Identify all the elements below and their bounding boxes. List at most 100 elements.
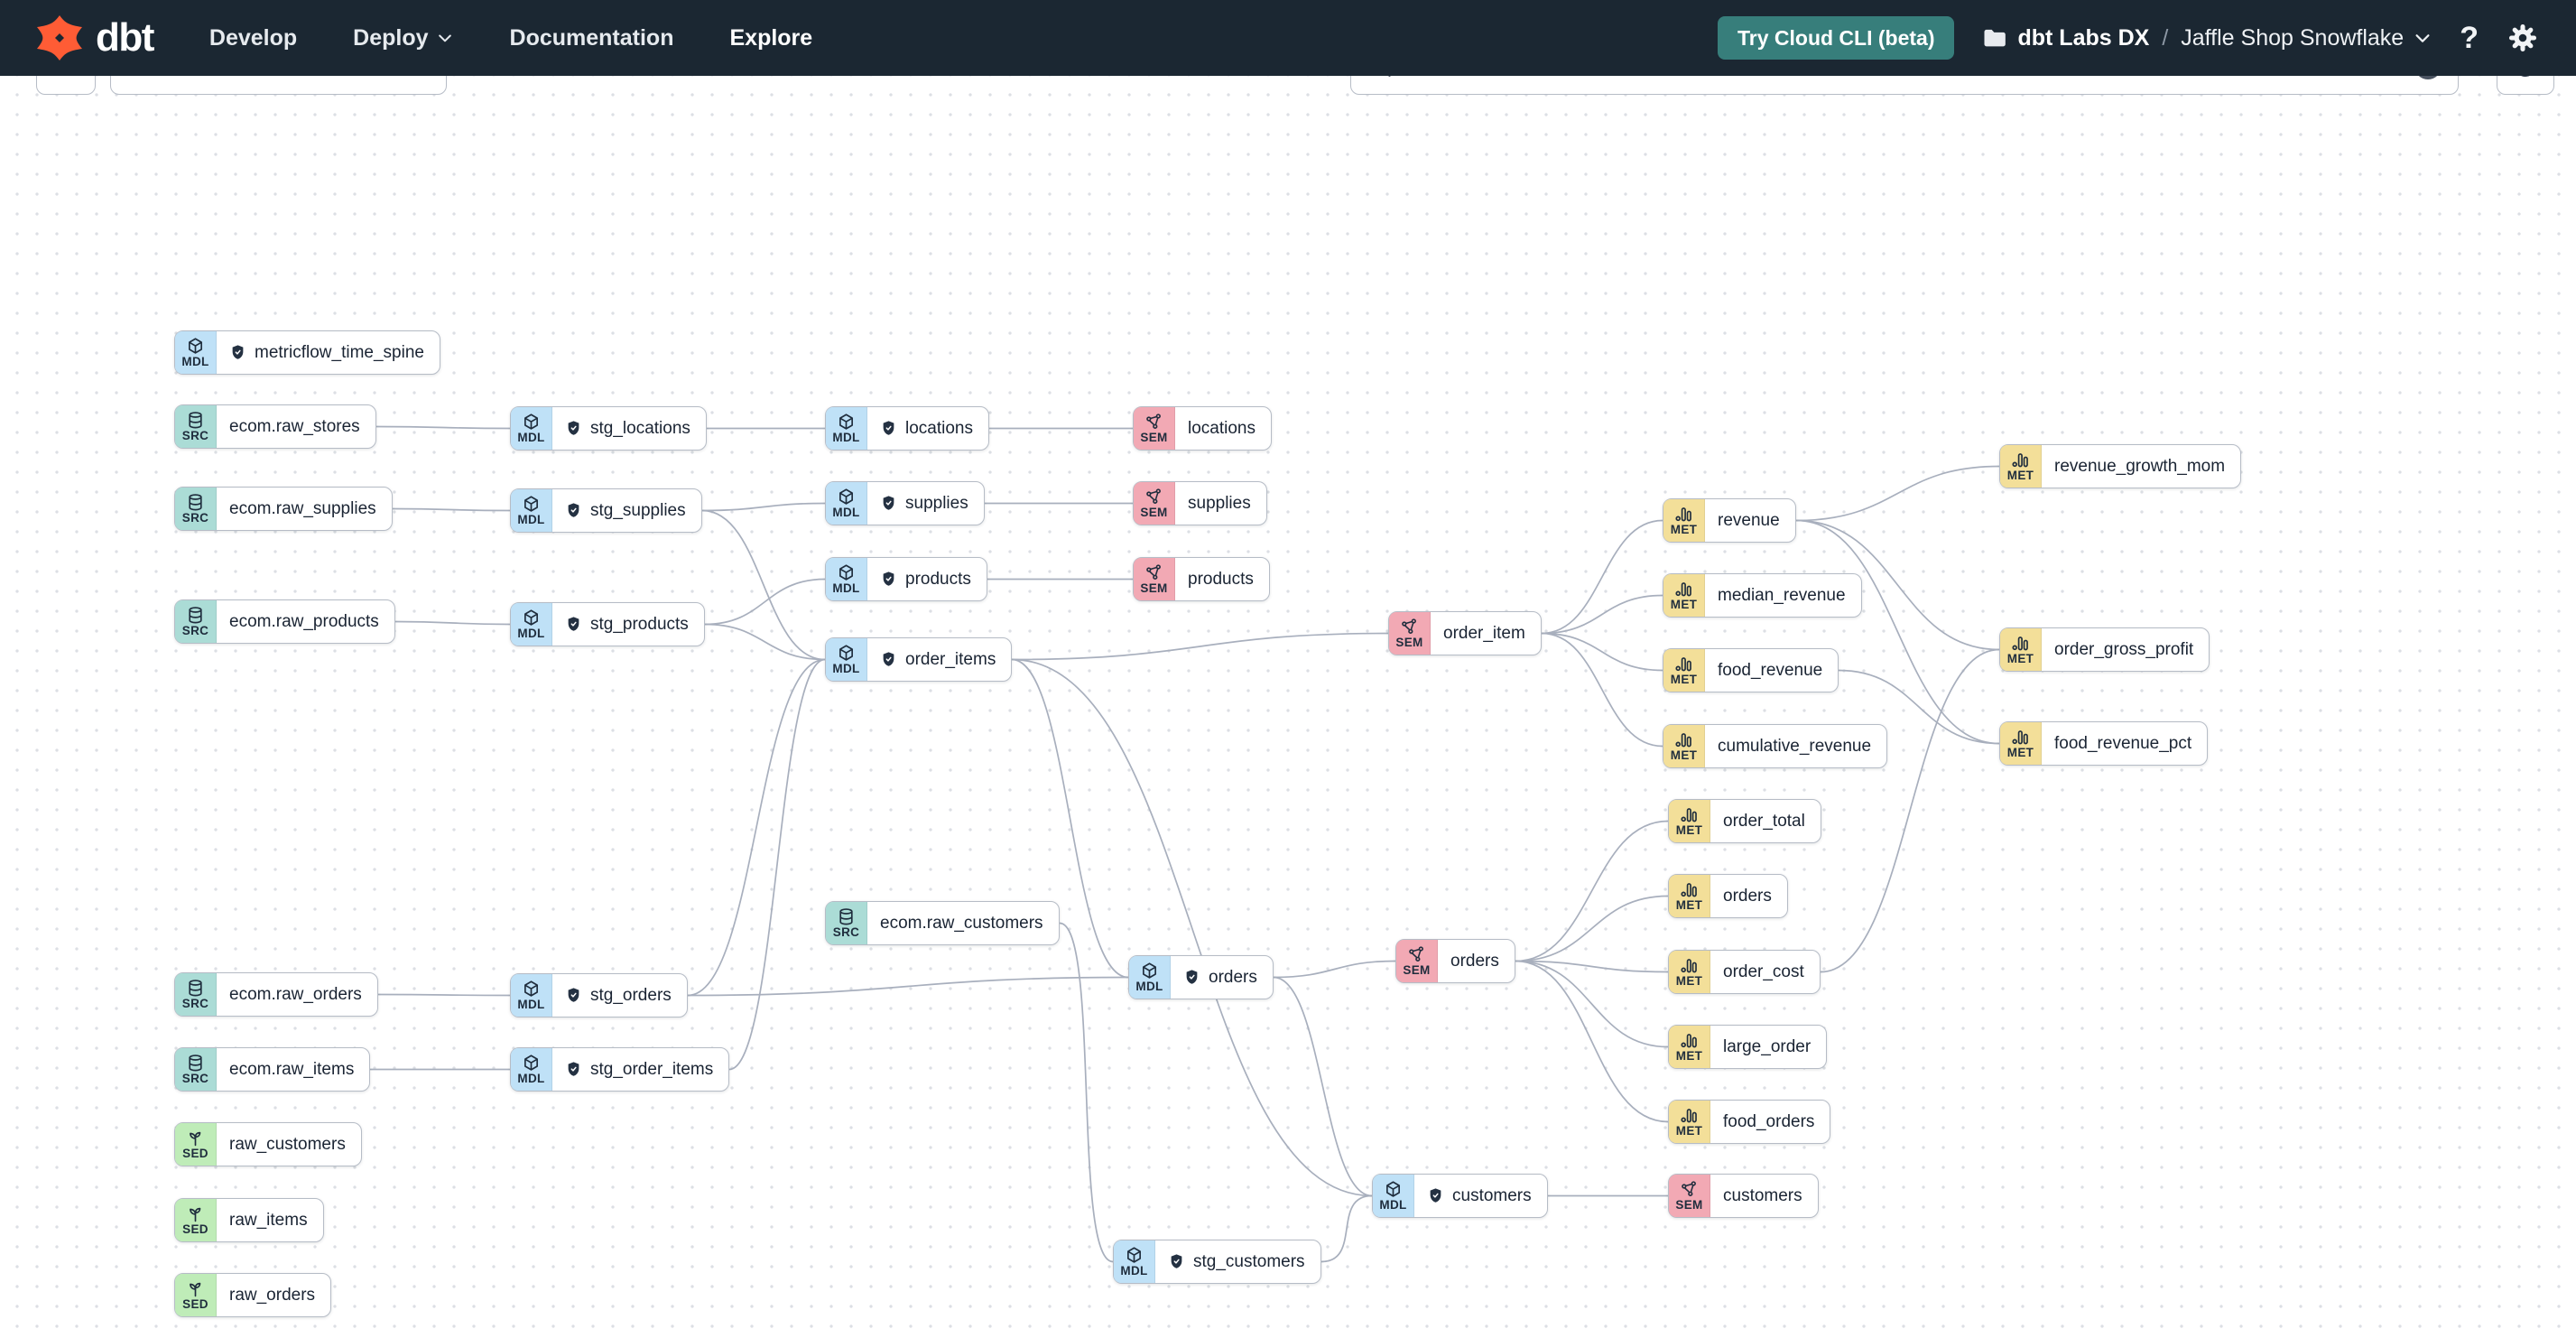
node-label: food_revenue_pct xyxy=(2054,733,2192,753)
edge-orders_sem-to-orders_met xyxy=(1515,895,1669,962)
try-cloud-cli-button[interactable]: Try Cloud CLI (beta) xyxy=(1717,16,1955,60)
node-label: large_order xyxy=(1723,1036,1812,1056)
database-icon: SRC xyxy=(175,405,217,448)
node-label: order_gross_profit xyxy=(2054,639,2194,659)
shield-icon xyxy=(565,987,582,1004)
project-menu[interactable]: Jaffle Shop Snowflake xyxy=(2181,25,2432,51)
database-icon: SRC xyxy=(175,1048,217,1091)
nav-item-develop[interactable]: Develop xyxy=(208,24,298,51)
breadcrumb: dbt Labs DX / Jaffle Shop Snowflake xyxy=(1981,25,2432,51)
node-label: ecom.raw_supplies xyxy=(229,498,376,518)
gear-icon[interactable] xyxy=(2506,21,2540,55)
shield-icon xyxy=(880,495,897,512)
breadcrumb-separator: / xyxy=(2162,24,2169,51)
node-label: supplies xyxy=(1188,493,1251,513)
dbt-logo-icon xyxy=(37,15,82,60)
edge-ecom_raw_stores-to-stg_locations xyxy=(375,425,511,430)
help-icon[interactable]: ? xyxy=(2460,20,2479,55)
shield-icon xyxy=(880,651,897,668)
node-supplies_sem[interactable]: SEM supplies xyxy=(1133,481,1267,525)
shield-icon xyxy=(1183,969,1200,986)
dbt-logo[interactable]: dbt xyxy=(36,14,154,61)
edge-orders_sem-to-order_cost xyxy=(1515,960,1669,973)
shield-icon xyxy=(565,616,582,633)
nav-item-documentation[interactable]: Documentation xyxy=(509,24,674,51)
cube-icon: MDL xyxy=(511,489,552,532)
edge-stg_orders-to-order_items_mdl xyxy=(687,658,826,997)
dbt-wordmark: dbt xyxy=(96,15,154,60)
nav-item-explore[interactable]: Explore xyxy=(729,24,813,51)
node-label: orders xyxy=(1209,967,1257,987)
metric-chart-icon: MET xyxy=(1669,951,1710,993)
node-label: locations xyxy=(905,418,973,438)
node-locations_mdl[interactable]: MDL locations xyxy=(825,406,989,451)
node-food_revenue_pct[interactable]: MET food_revenue_pct xyxy=(1999,721,2209,766)
node-ecom_raw_orders[interactable]: SRC ecom.raw_orders xyxy=(174,972,378,1017)
shield-icon xyxy=(880,571,897,588)
node-label: stg_products xyxy=(590,614,689,634)
main-menu: Develop Deploy Documentation Explore xyxy=(209,25,812,51)
metric-chart-icon: MET xyxy=(1663,574,1705,617)
nav-item-deploy[interactable]: Deploy xyxy=(353,25,453,51)
edge-revenue-to-order_gross_profit xyxy=(1795,519,2000,651)
shield-icon xyxy=(565,502,582,519)
semantic-graph-icon: SEM xyxy=(1396,940,1438,982)
seedling-icon: SED xyxy=(175,1199,217,1241)
semantic-graph-icon: SEM xyxy=(1134,482,1175,525)
node-label: raw_orders xyxy=(229,1285,316,1305)
edge-ecom_raw_supplies-to-stg_supplies xyxy=(392,507,511,512)
edge-orders_sem-to-order_total xyxy=(1515,820,1669,962)
cube-icon: MDL xyxy=(826,407,867,450)
edge-stg_order_items-to-order_items_mdl xyxy=(728,658,826,1071)
account-menu[interactable]: dbt Labs DX xyxy=(1981,25,2149,51)
node-label: products xyxy=(905,569,971,589)
shield-icon xyxy=(1168,1253,1185,1270)
edge-order_items_mdl-to-orders_mdl xyxy=(1011,658,1129,979)
metric-chart-icon: MET xyxy=(2000,722,2042,765)
node-label: order_item xyxy=(1443,623,1525,643)
database-icon: SRC xyxy=(175,973,217,1016)
chevron-down-icon xyxy=(2415,34,2430,42)
shield-icon xyxy=(1427,1187,1444,1204)
metric-chart-icon: MET xyxy=(1663,725,1705,767)
edge-ecom_raw_orders-to-stg_orders xyxy=(377,993,511,997)
node-label: ecom.raw_orders xyxy=(229,984,362,1004)
